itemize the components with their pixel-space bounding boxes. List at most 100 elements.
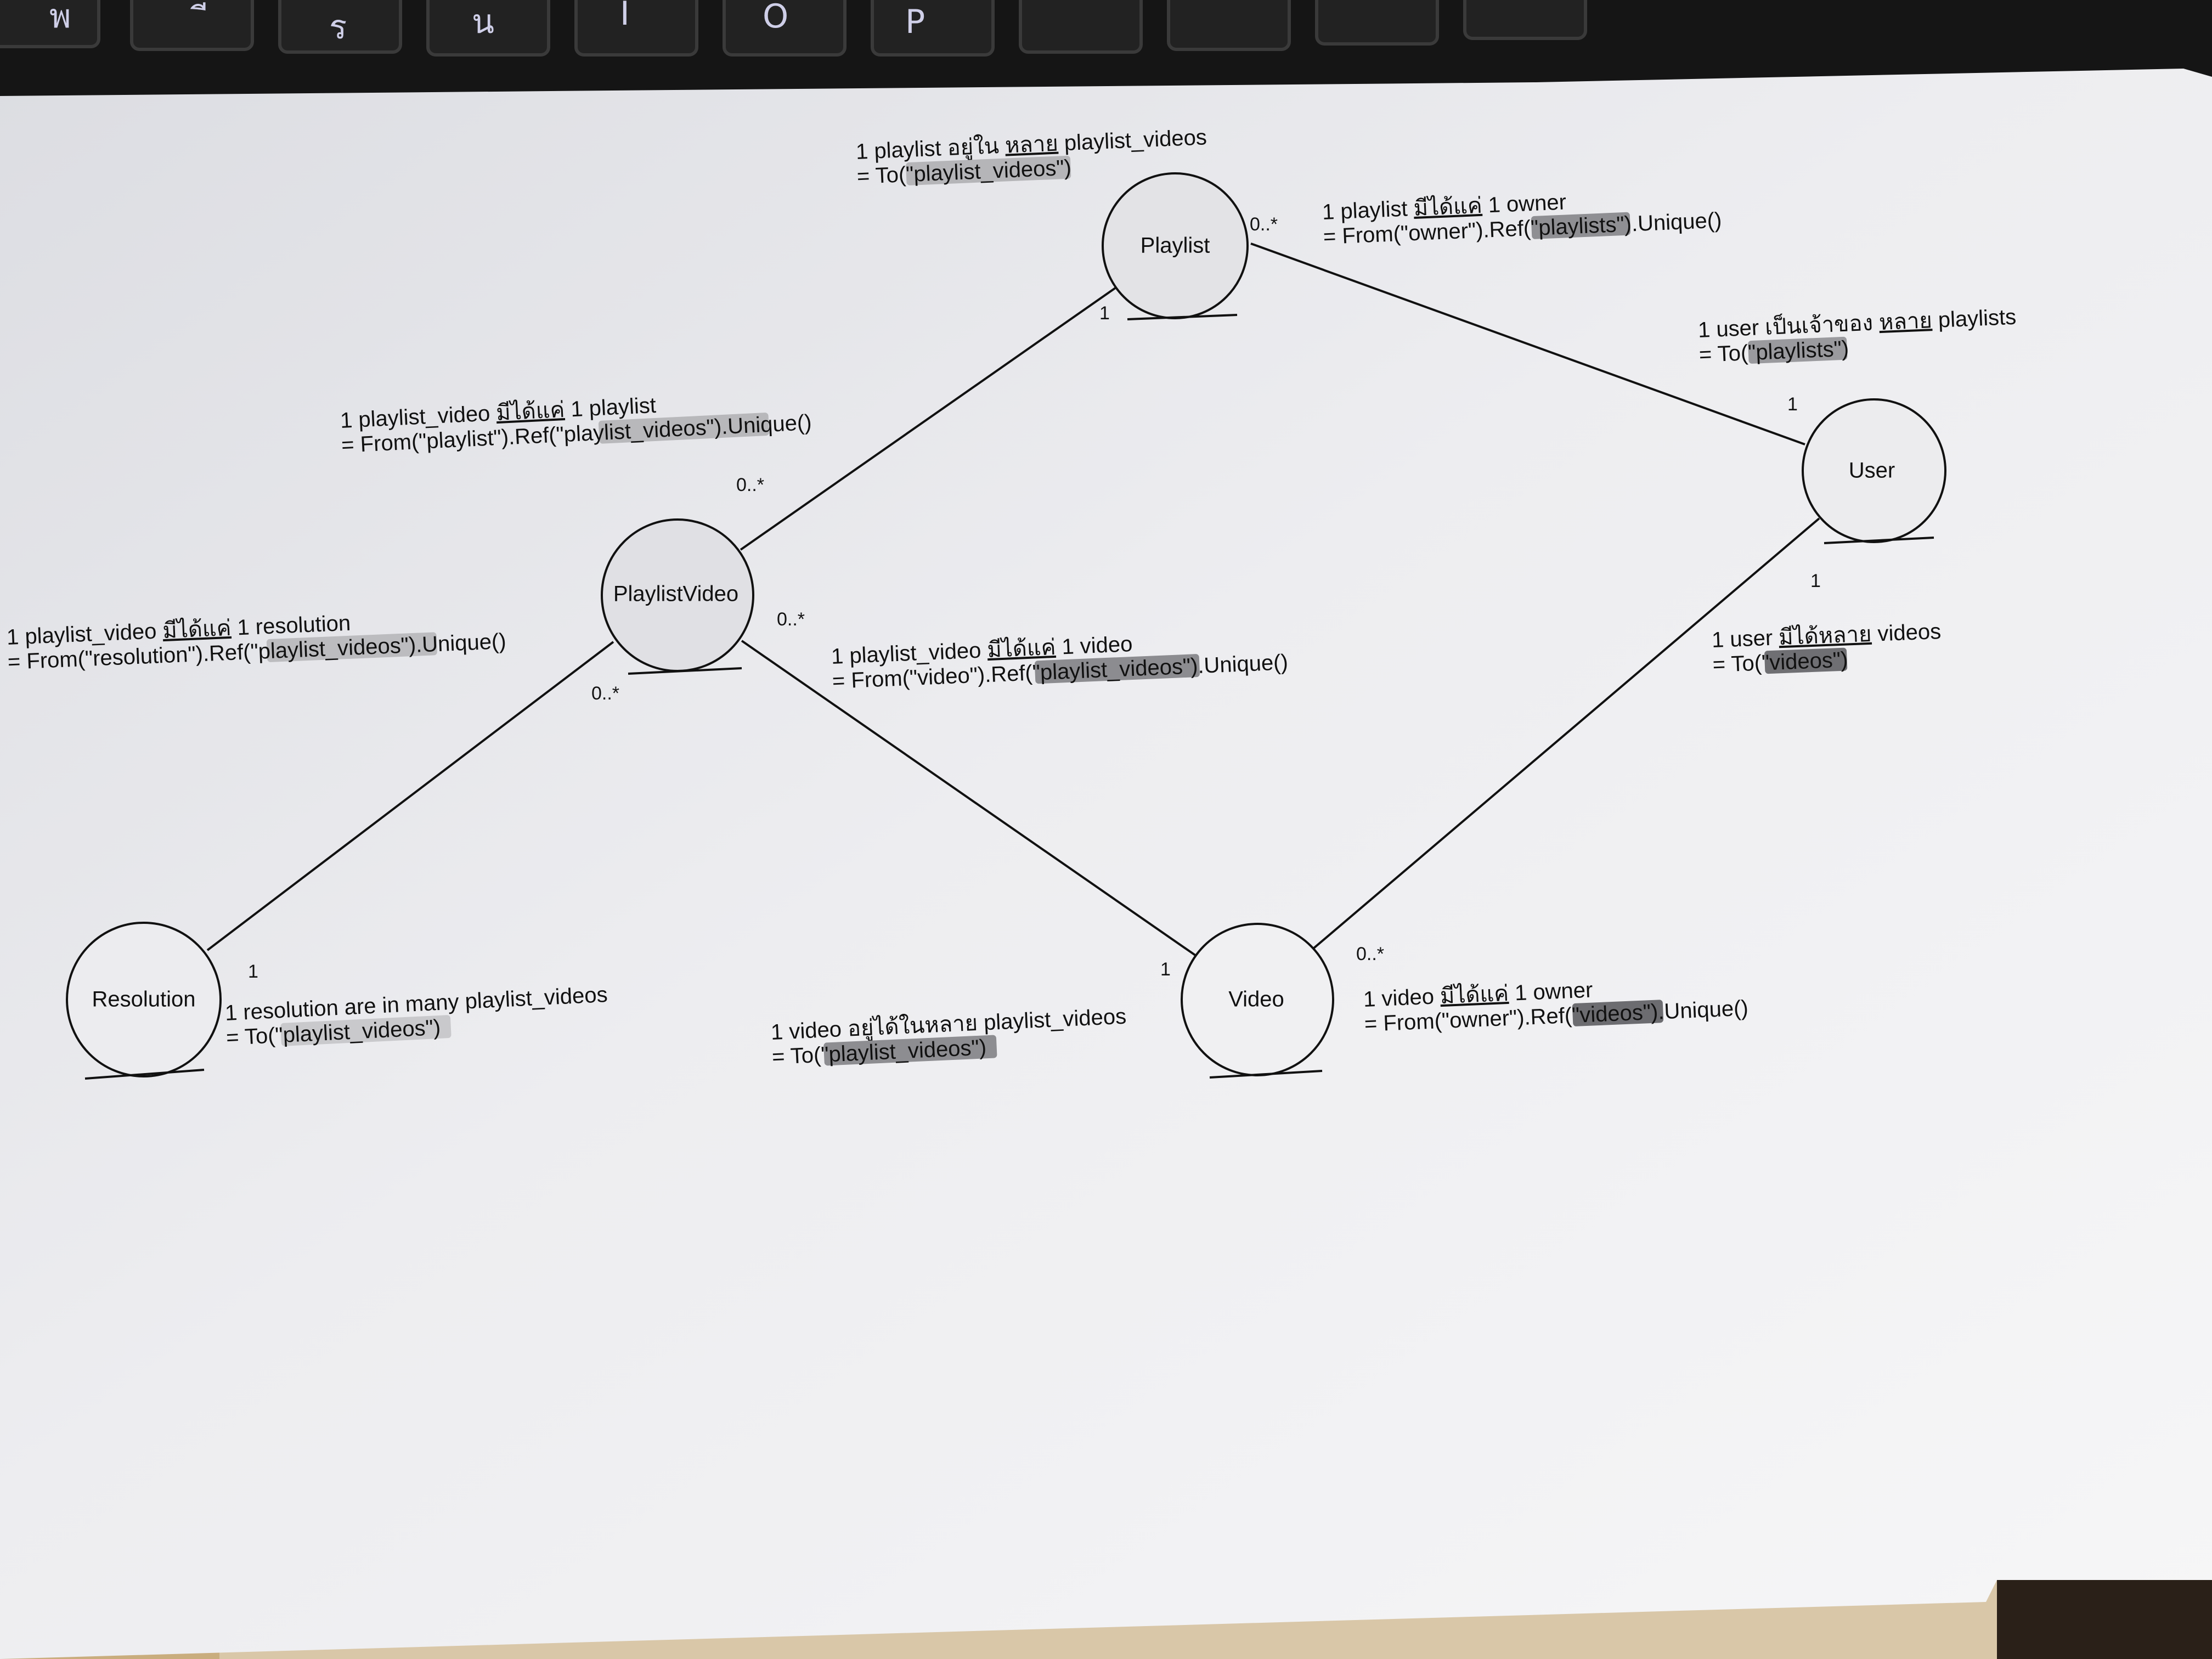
user-circle — [1802, 398, 1946, 543]
key-glyph-5: I — [620, 0, 630, 33]
note-text: ) — [1840, 648, 1848, 672]
multiplicity-labels: 0..* 1 1 0..* 0..* 1 0..* 1 1 0..* — [248, 214, 1821, 982]
keyboard: พ ี ร น I O P — [0, 0, 2212, 96]
svg-text:= To("playlists"): = To("playlists") — [1699, 337, 1849, 367]
mult-user-video-at-video: 0..* — [1356, 944, 1384, 964]
paper-sheet — [0, 69, 2212, 1659]
node-video: Video — [1181, 923, 1334, 1079]
highlight-box — [1572, 1000, 1664, 1026]
note-highlight: "playlists" — [1747, 337, 1842, 365]
video-label: Video — [1228, 988, 1284, 1012]
note-video-one-owner: 1 video มีได้แค่ 1 owner = From("owner")… — [1363, 977, 1749, 1036]
relationship-lines — [206, 242, 1820, 957]
mult-playlist-user-at-user: 1 — [1787, 394, 1798, 415]
keycap-8 — [1019, 0, 1143, 54]
keycap-3 — [278, 0, 402, 54]
highlight-box — [823, 1035, 997, 1066]
note-user-many-playlists: 1 user เป็นเจ้าของ หลาย playlists = To("… — [1697, 303, 2017, 367]
note-playlist-one-owner: 1 playlist มีได้แค่ 1 owner = From("owne… — [1322, 189, 1723, 249]
node-resolution: Resolution — [66, 922, 222, 1080]
line-playlist-playlistvideo — [740, 284, 1120, 551]
key-glyph-6: O — [763, 0, 788, 36]
highlight-box — [266, 632, 437, 662]
note-underlined: มีได้แค่ — [1413, 193, 1483, 221]
line-user-video — [1313, 517, 1820, 949]
note-text: 1 resolution — [230, 611, 351, 640]
keycap-1 — [0, 0, 100, 48]
key-glyph-3: ร — [329, 8, 347, 47]
node-playlist: Playlist — [1102, 172, 1249, 320]
svg-text:1 playlist_video มีได้แค่ 1 vi: 1 playlist_video มีได้แค่ 1 video — [831, 631, 1133, 669]
note-underlined: มีได้แค่ — [986, 635, 1056, 662]
mult-playlist-pv-at-pv: 0..* — [736, 475, 764, 495]
svg-text:1 video มีได้แค่ 1 owner: 1 video มีได้แค่ 1 owner — [1363, 977, 1593, 1011]
note-text: 1 owner — [1508, 978, 1593, 1005]
note-highlight: "videos" — [1761, 648, 1841, 675]
highlight-box — [280, 1015, 452, 1046]
note-text: ).Unique() — [408, 629, 507, 657]
user-label: User — [1849, 459, 1895, 483]
highlight-box — [598, 413, 770, 444]
keycap-5 — [574, 0, 698, 57]
line-playlist-user — [1250, 242, 1805, 445]
highlight-box — [1034, 654, 1200, 684]
playlist-label: Playlist — [1141, 234, 1210, 258]
keycap-7 — [871, 0, 995, 57]
mult-pv-resolution-at-pv: 0..* — [591, 683, 619, 704]
note-text: 1 playlist — [1322, 196, 1414, 224]
key-glyph-7: P — [905, 3, 925, 41]
highlight-box — [1748, 336, 1848, 364]
note-text: 1 video — [1363, 984, 1441, 1012]
note-text: ) — [1064, 156, 1072, 180]
note-text: ) — [979, 1035, 987, 1060]
resolution-circle — [66, 922, 222, 1077]
note-underlined: มีได้แค่ — [495, 397, 565, 425]
note-text: ).Unique() — [714, 410, 812, 439]
keycap-2 — [130, 0, 254, 51]
note-pv-one-playlist: 1 playlist_video มีได้แค่ 1 playlist = F… — [340, 393, 812, 458]
resolution-underline — [84, 1069, 205, 1080]
note-highlight: "playlists" — [1530, 212, 1624, 240]
note-text: playlists — [1932, 305, 2017, 332]
highlight-box — [1764, 647, 1848, 674]
mult-user-video-at-user: 1 — [1810, 571, 1821, 591]
video-underline — [1209, 1070, 1323, 1079]
playlist-underline — [1127, 314, 1238, 320]
keycap-4 — [426, 0, 550, 57]
note-text: ).Unique() — [1650, 996, 1749, 1024]
node-playlistvideo: PlaylistVideo — [601, 518, 754, 675]
note-text: = To( — [1712, 651, 1763, 677]
note-underlined: มีได้แค่ — [162, 616, 232, 643]
note-text: = To( — [856, 162, 907, 189]
keycap-11 — [1463, 0, 1587, 40]
mult-pv-video-at-pv: 0..* — [777, 609, 805, 630]
mult-playlist-user-at-playlist: 0..* — [1250, 214, 1278, 235]
svg-text:= To("playlist_videos"): = To("playlist_videos") — [771, 1035, 987, 1069]
svg-text:1 user เป็นเจ้าของ หลาย playli: 1 user เป็นเจ้าของ หลาย playlists — [1697, 303, 2017, 342]
note-text: 1 video — [1055, 632, 1133, 659]
key-glyph-1: พ — [49, 0, 71, 36]
desk-dark-corner — [1997, 1580, 2212, 1659]
note-highlight: "videos" — [1571, 1000, 1651, 1028]
note-text: 1 user — [1711, 625, 1779, 652]
svg-text:1 user มีได้หลาย videos: 1 user มีได้หลาย videos — [1711, 619, 1942, 652]
svg-text:1 playlist มีได้แค่ 1 owner: 1 playlist มีได้แค่ 1 owner — [1322, 189, 1567, 224]
keycap-9 — [1167, 0, 1291, 51]
highlight-box — [906, 155, 1071, 185]
playlistvideo-label: PlaylistVideo — [613, 582, 738, 606]
note-resolution-many-pv: 1 resolution are in many playlist_videos… — [224, 983, 608, 1050]
node-user: User — [1802, 398, 1946, 544]
resolution-label: Resolution — [92, 988, 195, 1012]
note-underlined: หลาย — [1878, 308, 1933, 335]
svg-text:= To("videos"): = To("videos") — [1712, 648, 1848, 677]
key-glyph-4: น — [472, 3, 494, 41]
note-user-many-videos: 1 user มีได้หลาย videos = To("videos") — [1711, 619, 1942, 677]
note-text: 1 playlist — [564, 393, 657, 422]
note-text: 1 owner — [1482, 190, 1567, 217]
note-underlined: มีได้แค่ — [1440, 981, 1509, 1008]
user-underline — [1824, 537, 1934, 544]
note-text: ).Unique() — [1624, 208, 1723, 236]
note-text: = To( — [1699, 341, 1749, 367]
note-text: = To( — [771, 1043, 822, 1069]
